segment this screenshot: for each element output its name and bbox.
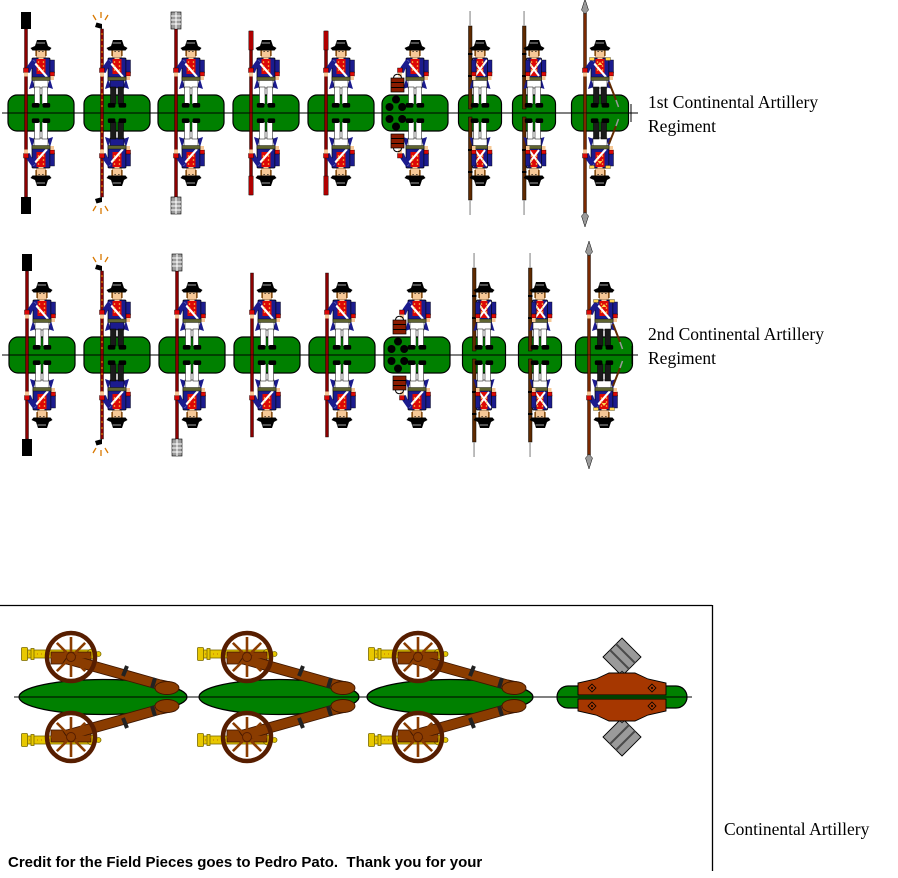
regiment-1-label: 1st Continental Artillery Regiment [648,90,818,138]
soldier-rammer [21,12,55,214]
soldier-officer [581,0,620,228]
soldier-bucket [387,282,431,428]
soldier-linstock [92,12,131,214]
regiment-2-label-line1: 2nd Continental Artillery [648,324,824,344]
soldier-musket [468,11,493,215]
soldier-bucket [385,40,429,186]
cannon-figure [368,630,527,764]
fold-line-regiment-1 [2,104,638,122]
soldier-rammer [22,254,56,456]
soldier-musket [528,253,553,457]
credit-line1: Credit for the Field Pieces goes to Pedr… [8,854,483,871]
soldier-staff [324,272,356,438]
soldier-staff [249,272,281,438]
attribution-title: Continental Artillery [724,819,870,839]
attribution-text: Continental Artillery By Sean McDonough … [724,768,886,878]
fold-line-regiment-2 [2,346,638,364]
soldier-sponge [323,30,355,196]
soldier-linstock [92,254,131,456]
soldier-musket [472,253,497,457]
regiment-2-label: 2nd Continental Artillery Regiment [648,322,824,370]
cannon-figure [197,630,356,764]
cannon-figure [21,630,180,764]
soldier-worm [170,11,205,215]
soldier-officer [585,240,624,470]
soldier-worm [171,253,206,457]
credit-text: Credit for the Field Pieces goes to Pedr… [8,810,482,878]
section-divider [0,604,714,871]
soldier-musket [522,11,547,215]
regiment-1-label-line1: 1st Continental Artillery [648,92,819,112]
regiment-1-label-line2: Regiment [648,116,717,136]
soldier-sponge [248,30,280,196]
mortar-figure [577,637,667,757]
regiment-2-label-line2: Regiment [648,348,717,368]
